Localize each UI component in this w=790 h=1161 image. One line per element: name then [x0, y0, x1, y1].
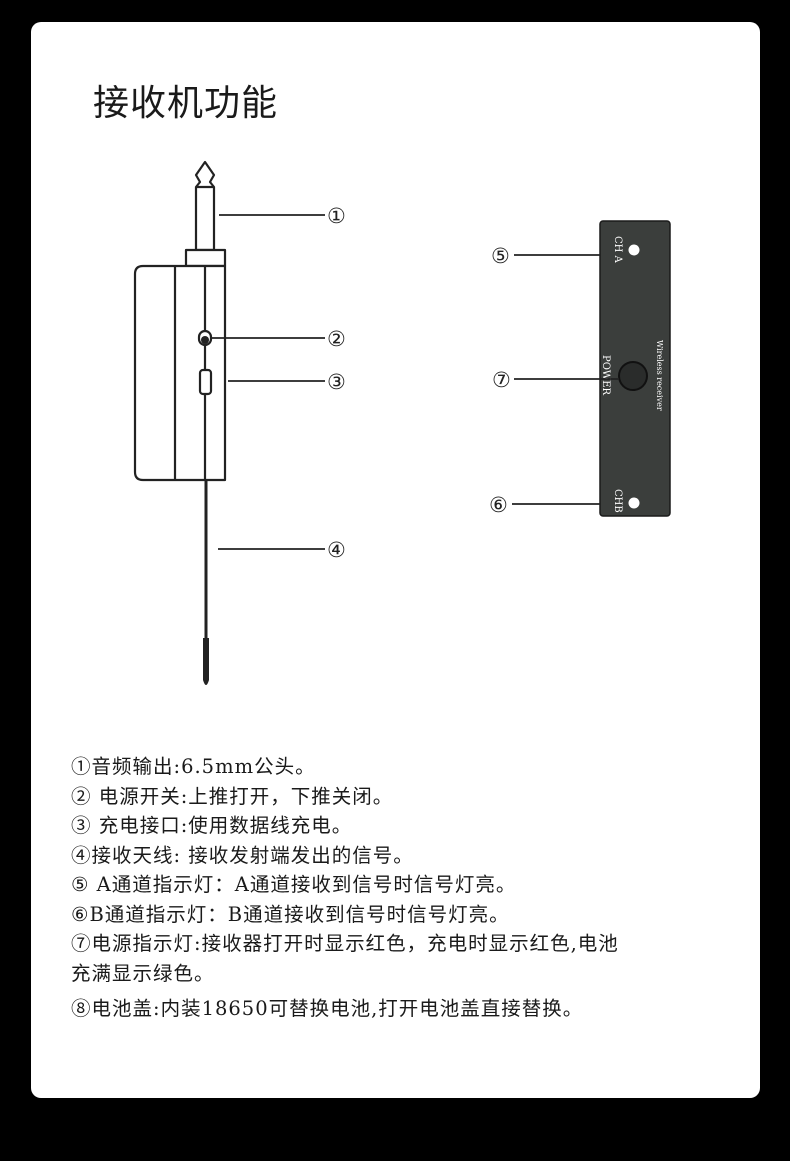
power-button: [618, 361, 648, 391]
content-card: [31, 22, 760, 1098]
callout-7: ⑦: [492, 368, 511, 392]
control-panel: CH A POWER CHB Wireless receiver: [599, 220, 671, 517]
function-descriptions: ①音频输出:6.5mm公头。 ② 电源开关:上推打开，下推关闭。 ③ 充电接口:…: [71, 752, 731, 1024]
power-switch: [197, 329, 213, 347]
brand-label: Wireless receiver: [655, 340, 664, 411]
left-callout-lines: [212, 214, 325, 550]
chb-label: CHB: [612, 489, 623, 513]
description-line-5: ⑤ A通道指示灯：A通道接收到信号时信号灯亮。: [71, 873, 517, 896]
callout-1: ①: [327, 204, 346, 228]
chb-indicator-led: [628, 497, 640, 509]
description-line-4: ④接收天线: 接收发射端发出的信号。: [71, 843, 414, 867]
description-line-8: 充满显示绿色。: [71, 961, 215, 985]
description-line-7: ⑦电源指示灯:接收器打开时显示红色，充电时显示红色,电池: [71, 932, 619, 955]
receiver-side-view: [133, 160, 227, 685]
audio-plug: [184, 160, 227, 268]
page-title: 接收机功能: [93, 83, 279, 124]
callout-3: ③: [327, 370, 346, 394]
cha-label: CH A: [612, 236, 623, 264]
antenna: [203, 480, 209, 685]
callout-6: ⑥: [489, 493, 508, 517]
charging-port: [198, 368, 213, 396]
cha-indicator-led: [628, 244, 640, 256]
description-line-2: ② 电源开关:上推打开，下推关闭。: [71, 784, 394, 808]
description-line-6: ⑥B通道指示灯：B通道接收到信号时信号灯亮。: [71, 902, 510, 926]
callout-2: ②: [327, 327, 346, 351]
power-label: POWER: [600, 355, 611, 396]
description-line-9: ⑧电池盖:内装18650可替换电池,打开电池盖直接替换。: [71, 997, 584, 1020]
right-callout-lines: [512, 254, 619, 505]
callout-5: ⑤: [491, 244, 510, 268]
description-line-3: ③ 充电接口:使用数据线充电。: [71, 814, 353, 837]
receiver-diagram: ① ② ③ ④ CH A POWER CHB Wireless receiver…: [133, 160, 671, 685]
description-line-1: ①音频输出:6.5mm公头。: [71, 755, 316, 778]
callout-4: ④: [327, 538, 346, 562]
